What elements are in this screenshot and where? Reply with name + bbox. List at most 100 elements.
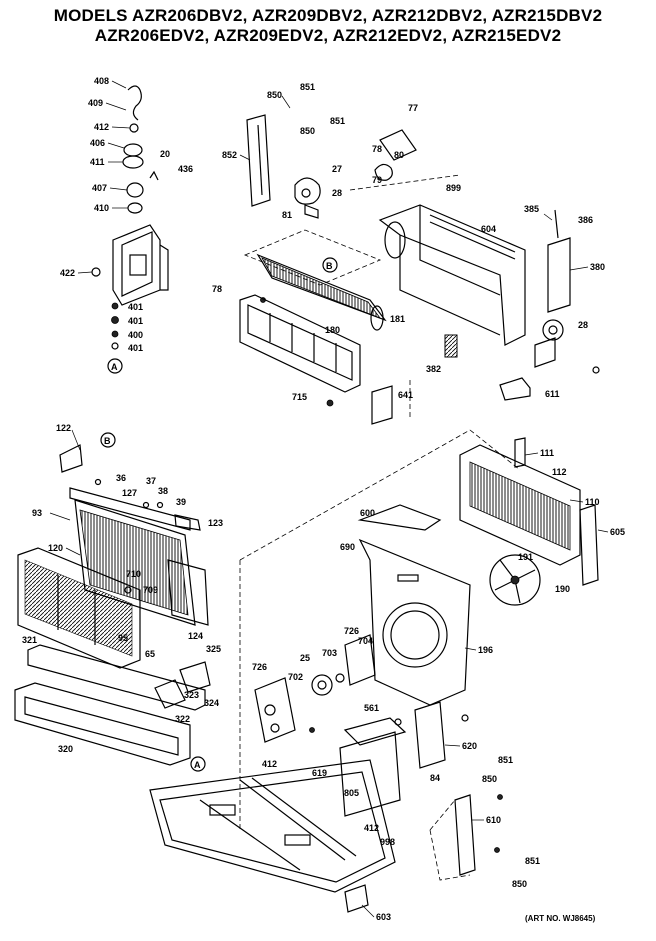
label-852: 852 <box>222 150 237 160</box>
label-851-d: 851 <box>525 856 540 866</box>
label-412-c: 412 <box>364 823 379 833</box>
label-412-b: 412 <box>262 759 277 769</box>
label-124: 124 <box>188 631 203 641</box>
label-401-a: 401 <box>128 302 143 312</box>
label-610: 610 <box>486 815 501 825</box>
label-38: 38 <box>158 486 168 496</box>
label-196: 196 <box>478 645 493 655</box>
blower-housing-assembly <box>246 114 600 401</box>
label-850-a: 850 <box>267 90 282 100</box>
label-81: 81 <box>282 210 292 220</box>
label-407: 407 <box>92 183 107 193</box>
label-702: 702 <box>288 672 303 682</box>
label-77: 77 <box>408 103 418 113</box>
label-36: 36 <box>116 473 126 483</box>
fan-motor <box>254 634 376 743</box>
callout-b-upper: B <box>322 257 338 273</box>
label-850-c: 850 <box>482 774 497 784</box>
fan-shroud <box>357 504 471 706</box>
label-619: 619 <box>312 768 327 778</box>
label-39: 39 <box>176 497 186 507</box>
label-603: 603 <box>376 912 391 922</box>
label-605: 605 <box>610 527 625 537</box>
label-320: 320 <box>58 744 73 754</box>
label-120: 120 <box>48 543 63 553</box>
label-851-b: 851 <box>330 116 345 126</box>
label-180: 180 <box>325 325 340 335</box>
part-labels: 408 409 412 406 411 20 436 407 410 422 4… <box>22 76 625 922</box>
label-561: 561 <box>364 703 379 713</box>
label-600: 600 <box>360 508 375 518</box>
air-filter <box>17 547 141 669</box>
label-380: 380 <box>590 262 605 272</box>
label-110: 110 <box>585 497 600 507</box>
label-127: 127 <box>122 488 137 498</box>
svg-text:B: B <box>104 436 111 446</box>
label-78-a: 78 <box>372 144 382 154</box>
label-27: 27 <box>332 164 342 174</box>
control-box <box>339 701 469 817</box>
label-321: 321 <box>22 635 37 645</box>
svg-text:B: B <box>326 261 333 271</box>
label-410: 410 <box>94 203 109 213</box>
condenser-fan <box>489 554 541 606</box>
side-bracket <box>429 794 503 881</box>
label-998: 998 <box>380 837 395 847</box>
label-78-b: 78 <box>212 284 222 294</box>
label-111: 111 <box>540 448 554 458</box>
callout-a-upper: A <box>107 358 123 374</box>
label-850-b: 850 <box>300 126 315 136</box>
label-611: 611 <box>545 389 560 399</box>
label-436: 436 <box>178 164 193 174</box>
label-726-a: 726 <box>344 626 359 636</box>
label-95: 95 <box>118 633 128 643</box>
assembly-guide-lines <box>239 174 521 830</box>
label-400: 400 <box>128 330 143 340</box>
label-385: 385 <box>524 204 539 214</box>
label-28-b: 28 <box>578 320 588 330</box>
label-65: 65 <box>145 649 155 659</box>
label-690: 690 <box>340 542 355 552</box>
label-850-d: 850 <box>512 879 527 889</box>
label-409: 409 <box>88 98 103 108</box>
label-726-b: 726 <box>252 662 267 672</box>
label-84: 84 <box>430 773 440 783</box>
label-709: 709 <box>143 585 158 595</box>
label-122: 122 <box>56 423 71 433</box>
label-703: 703 <box>322 648 337 658</box>
label-325: 325 <box>206 644 221 654</box>
diagram-title-line-1: MODELS AZR206DBV2, AZR209DBV2, AZR212DBV… <box>53 6 603 25</box>
label-322: 322 <box>175 714 190 724</box>
callout-a-lower: A <box>190 756 206 772</box>
leader-lines <box>49 80 609 918</box>
label-422: 422 <box>60 268 75 278</box>
label-604: 604 <box>481 224 496 234</box>
art-number: (ART NO. WJ8645) <box>525 914 596 923</box>
front-grille-upper <box>239 294 393 425</box>
label-899: 899 <box>446 183 461 193</box>
svg-text:A: A <box>111 362 118 372</box>
label-620: 620 <box>462 741 477 751</box>
label-406: 406 <box>90 138 105 148</box>
label-401-b: 401 <box>128 316 143 326</box>
label-28-a: 28 <box>332 188 342 198</box>
label-191: 191 <box>518 552 533 562</box>
label-123: 123 <box>208 518 223 528</box>
label-93: 93 <box>32 508 42 518</box>
label-704: 704 <box>358 636 373 646</box>
label-851-a: 851 <box>300 82 315 92</box>
base-pan <box>149 759 396 913</box>
label-386: 386 <box>578 215 593 225</box>
label-805: 805 <box>344 788 359 798</box>
label-79: 79 <box>372 175 382 185</box>
label-408: 408 <box>94 76 109 86</box>
evaporator-assembly: B <box>59 432 209 626</box>
label-112: 112 <box>552 467 567 477</box>
condenser-assembly <box>459 437 599 586</box>
label-412: 412 <box>94 122 109 132</box>
label-411: 411 <box>90 157 105 167</box>
label-382: 382 <box>426 364 441 374</box>
label-181: 181 <box>390 314 405 324</box>
blower-wheel <box>243 229 387 331</box>
label-324: 324 <box>204 698 219 708</box>
